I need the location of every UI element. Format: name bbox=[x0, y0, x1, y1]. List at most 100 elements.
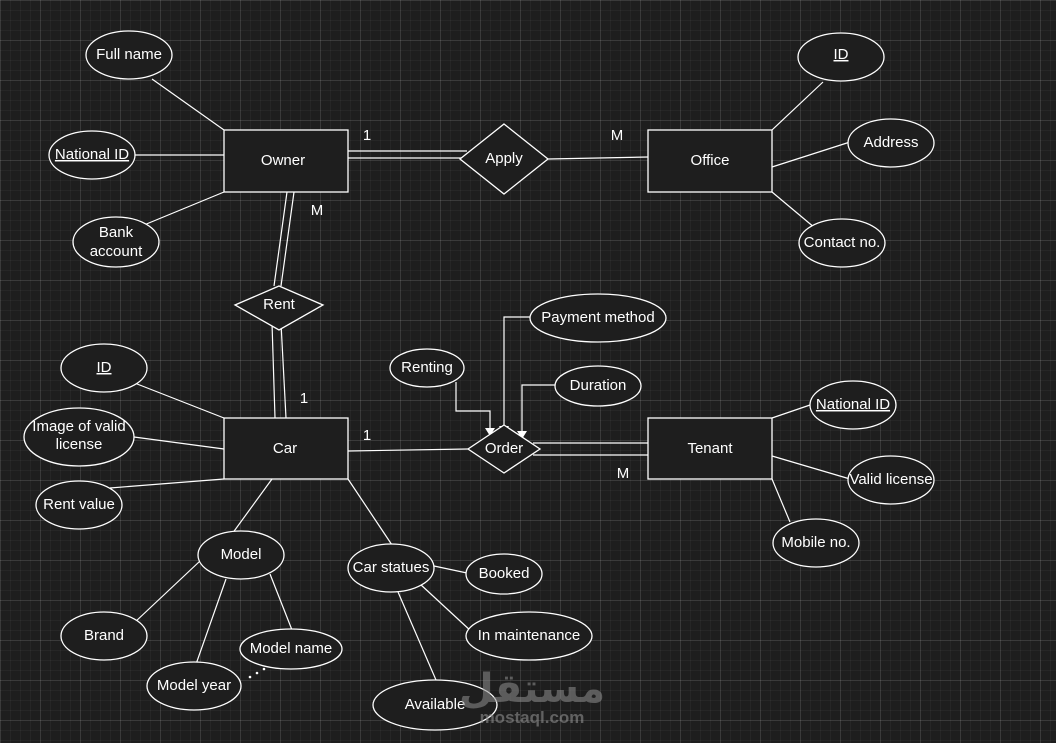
attr-order-renting[interactable]: Renting bbox=[389, 348, 465, 388]
relationship-rent-label: Rent bbox=[263, 296, 296, 313]
attr-order-payment-method[interactable]: Payment method bbox=[529, 293, 667, 343]
cardinality-rent-car: 1 bbox=[300, 390, 308, 407]
attr-office-id-label: ID bbox=[834, 46, 849, 63]
attr-owner-bank-line1: Bank bbox=[99, 224, 134, 241]
watermark-latin: mostaql.com bbox=[480, 708, 585, 727]
attr-status-available[interactable]: Available bbox=[372, 679, 498, 731]
arrow-payment-method bbox=[503, 316, 530, 428]
entity-car-label: Car bbox=[273, 440, 297, 457]
entity-tenant-label: Tenant bbox=[687, 440, 733, 457]
line-tenant-valid-license bbox=[771, 455, 851, 480]
relationship-rent[interactable]: Rent bbox=[233, 285, 325, 331]
line-apply-office bbox=[547, 156, 649, 160]
attr-owner-national-id[interactable]: National ID bbox=[48, 130, 136, 180]
relationship-apply[interactable]: Apply bbox=[458, 123, 550, 195]
attr-car-license[interactable]: Image of valid license bbox=[23, 407, 135, 467]
attr-order-renting-label: Renting bbox=[401, 359, 453, 376]
entity-car[interactable]: Car bbox=[223, 417, 349, 480]
attr-order-duration-label: Duration bbox=[570, 377, 627, 394]
relationship-order-label: Order bbox=[485, 440, 523, 457]
line-tenant-national-id bbox=[771, 404, 811, 419]
arrow-head-renting bbox=[485, 428, 495, 436]
attr-office-id[interactable]: ID bbox=[797, 32, 885, 82]
attr-office-contact[interactable]: Contact no. bbox=[798, 218, 886, 268]
arrow-head-duration bbox=[517, 431, 527, 439]
line-owner-bank-account bbox=[143, 191, 225, 226]
line-model-brand bbox=[133, 560, 201, 624]
entity-owner-label: Owner bbox=[261, 152, 305, 169]
line-model-name bbox=[269, 573, 293, 631]
attr-car-id[interactable]: ID bbox=[60, 343, 148, 393]
line-tenant-mobile bbox=[771, 478, 791, 523]
line-rent-car-2 bbox=[280, 322, 287, 419]
attr-model-name-label: Model name bbox=[250, 640, 333, 657]
attr-order-payment-method-label: Payment method bbox=[541, 309, 654, 326]
attr-tenant-valid-license[interactable]: Valid license bbox=[847, 455, 935, 505]
line-car-statues bbox=[347, 478, 393, 546]
dot-3 bbox=[262, 667, 266, 671]
attr-tenant-mobile-label: Mobile no. bbox=[781, 534, 850, 551]
attr-model-brand-label: Brand bbox=[84, 627, 124, 644]
line-owner-rent-2 bbox=[280, 191, 295, 287]
arrow-renting bbox=[455, 382, 491, 430]
attr-car-model-label: Model bbox=[221, 546, 262, 563]
attr-status-booked-label: Booked bbox=[479, 565, 530, 582]
attr-owner-bank-account[interactable]: Bank account bbox=[72, 216, 160, 268]
relationship-order[interactable]: Order bbox=[466, 424, 542, 474]
dot-1 bbox=[248, 675, 252, 679]
arrow-duration bbox=[521, 384, 557, 433]
entity-office[interactable]: Office bbox=[647, 129, 773, 193]
attr-owner-national-id-label: National ID bbox=[55, 146, 129, 163]
attr-model-brand[interactable]: Brand bbox=[60, 611, 148, 661]
cardinality-owner-apply: 1 bbox=[363, 127, 371, 144]
line-owner-full-name bbox=[151, 78, 225, 131]
line-car-license bbox=[133, 436, 225, 450]
relationship-apply-label: Apply bbox=[485, 150, 523, 167]
line-car-model bbox=[231, 478, 273, 535]
line-model-year bbox=[194, 578, 227, 668]
line-status-maintenance bbox=[419, 583, 473, 633]
connector-lines bbox=[109, 78, 851, 681]
attr-status-available-label: Available bbox=[405, 696, 466, 713]
attr-office-contact-label: Contact no. bbox=[804, 234, 881, 251]
attr-tenant-mobile[interactable]: Mobile no. bbox=[772, 518, 860, 568]
attr-car-statues[interactable]: Car statues bbox=[347, 543, 435, 593]
watermark-arabic: مستقل bbox=[459, 666, 605, 712]
line-office-address bbox=[771, 141, 851, 168]
attr-owner-full-name-label: Full name bbox=[96, 46, 162, 63]
attr-car-id-label: ID bbox=[97, 359, 112, 376]
mostaql-watermark: مستقل mostaql.com bbox=[459, 666, 605, 727]
attr-office-address[interactable]: Address bbox=[847, 118, 935, 168]
attr-status-booked[interactable]: Booked bbox=[465, 553, 543, 595]
line-car-rent-value bbox=[109, 478, 225, 489]
entity-tenant[interactable]: Tenant bbox=[647, 417, 773, 480]
attr-owner-full-name[interactable]: Full name bbox=[85, 30, 173, 80]
entity-owner[interactable]: Owner bbox=[223, 129, 349, 193]
attr-order-duration[interactable]: Duration bbox=[554, 365, 642, 407]
attr-car-model[interactable]: Model bbox=[197, 530, 285, 580]
line-status-booked bbox=[433, 565, 468, 574]
entity-office-label: Office bbox=[691, 152, 730, 169]
attr-car-rent-value[interactable]: Rent value bbox=[35, 480, 123, 530]
attr-tenant-national-id-label: National ID bbox=[816, 396, 890, 413]
dot-2 bbox=[255, 671, 259, 675]
cardinality-car-order: 1 bbox=[363, 427, 371, 444]
cardinality-apply-office: M bbox=[611, 127, 624, 144]
line-owner-rent-1 bbox=[273, 191, 288, 287]
attr-status-maintenance[interactable]: In maintenance bbox=[465, 611, 593, 661]
attr-car-statues-label: Car statues bbox=[353, 559, 430, 576]
line-car-order bbox=[347, 448, 469, 452]
line-rent-car-1 bbox=[271, 322, 276, 419]
attr-car-license-line1: Image of valid bbox=[32, 418, 125, 435]
attr-model-year-label: Model year bbox=[157, 677, 231, 694]
attr-tenant-national-id[interactable]: National ID bbox=[809, 380, 897, 430]
attr-car-rent-value-label: Rent value bbox=[43, 496, 115, 513]
line-office-contact bbox=[771, 191, 816, 229]
attr-model-year[interactable]: Model year bbox=[146, 661, 242, 711]
attr-owner-bank-line2: account bbox=[90, 243, 143, 260]
line-status-available bbox=[397, 591, 437, 681]
line-office-id bbox=[771, 81, 824, 131]
attr-model-name[interactable]: Model name bbox=[239, 628, 343, 670]
attr-status-maintenance-label: In maintenance bbox=[478, 627, 581, 644]
